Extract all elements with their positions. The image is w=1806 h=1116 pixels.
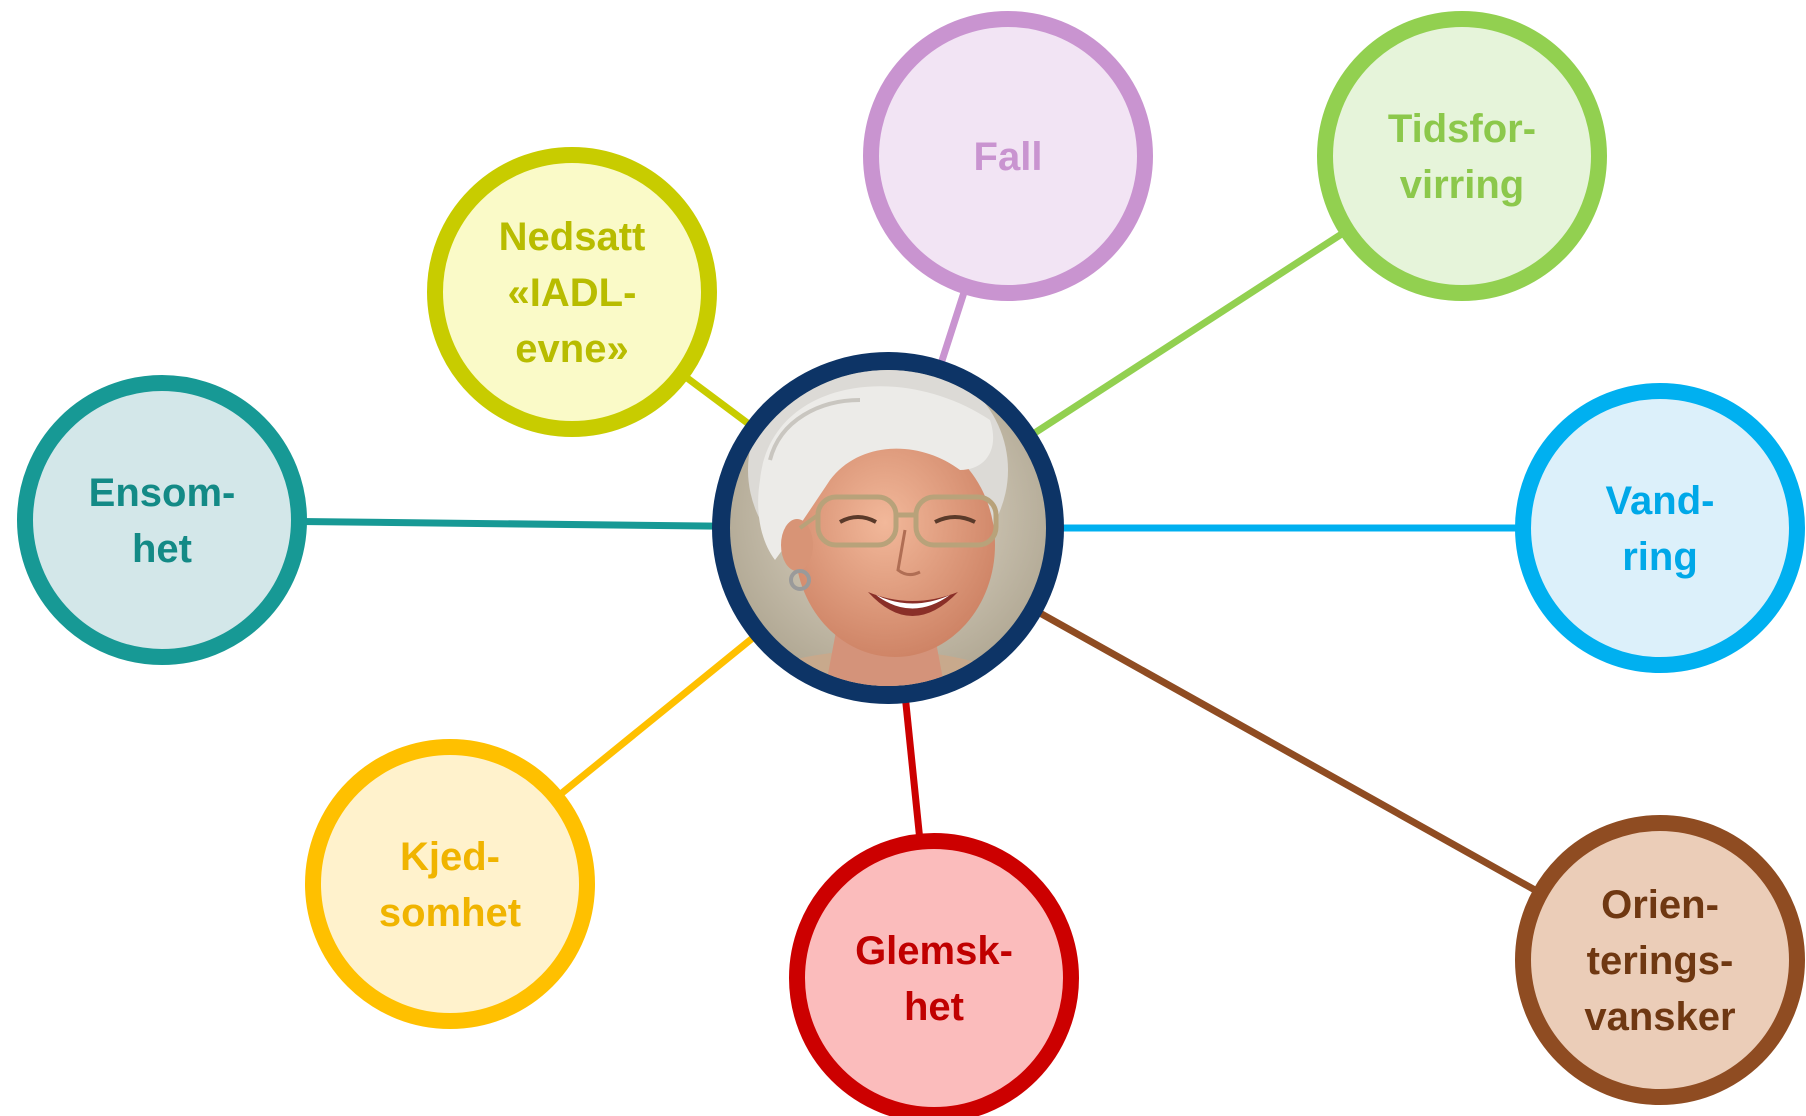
- node-label-orienteringsvansker: vansker: [1584, 995, 1735, 1039]
- node-label-nedsatt-iadl-evne: evne»: [515, 327, 628, 371]
- node-label-ensomhet: Ensom-: [89, 471, 236, 515]
- node-kjedsomhet: Kjed-somhet: [305, 739, 595, 1029]
- node-tidsforvirring: Tidsfor-virring: [1317, 11, 1607, 301]
- node-circle-glemskhet: [789, 833, 1079, 1116]
- node-fall: Fall: [863, 11, 1153, 301]
- node-label-glemskhet: het: [904, 985, 964, 1029]
- node-label-nedsatt-iadl-evne: Nedsatt: [499, 215, 646, 259]
- node-label-kjedsomhet: somhet: [379, 891, 521, 935]
- node-label-orienteringsvansker: Orien-: [1601, 883, 1719, 927]
- node-label-tidsforvirring: Tidsfor-: [1388, 107, 1536, 151]
- node-circle-fall: [863, 11, 1153, 301]
- node-label-fall: Fall: [974, 135, 1043, 179]
- node-nedsatt-iadl-evne: Nedsatt «IADL-evne»: [427, 147, 717, 437]
- node-circle-kjedsomhet: [305, 739, 595, 1029]
- node-circle-orienteringsvansker: [1515, 815, 1805, 1105]
- node-vandring: Vand-ring: [1515, 383, 1805, 673]
- node-label-vandring: Vand-: [1606, 479, 1715, 523]
- node-glemskhet: Glemsk-het: [789, 833, 1079, 1116]
- node-circle-nedsatt-iadl-evne: [427, 147, 717, 437]
- node-circle-ensomhet: [17, 375, 307, 665]
- center-photo: [712, 352, 1064, 704]
- node-label-tidsforvirring: virring: [1400, 163, 1524, 207]
- node-label-orienteringsvansker: terings-: [1587, 939, 1734, 983]
- node-orienteringsvansker: Orien-terings-vansker: [1515, 815, 1805, 1105]
- node-label-kjedsomhet: Kjed-: [400, 835, 500, 879]
- node-label-ensomhet: het: [132, 527, 192, 571]
- node-label-vandring: ring: [1622, 535, 1698, 579]
- node-label-glemskhet: Glemsk-: [855, 929, 1013, 973]
- node-circle-tidsforvirring: [1317, 11, 1607, 301]
- node-circle-vandring: [1515, 383, 1805, 673]
- node-ensomhet: Ensom-het: [17, 375, 307, 665]
- node-label-nedsatt-iadl-evne: «IADL-: [508, 271, 637, 315]
